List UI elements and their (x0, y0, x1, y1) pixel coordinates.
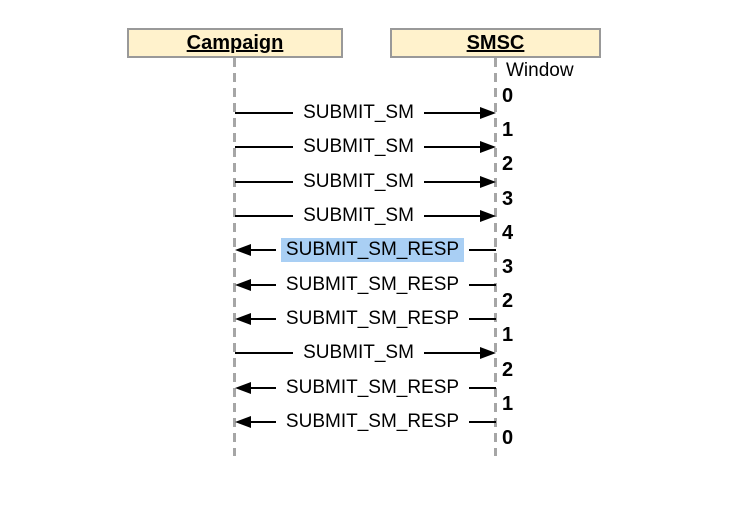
message-row-response: SUBMIT_SM_RESP (235, 375, 496, 401)
message-label: SUBMIT_SM (303, 342, 414, 363)
message-label: SUBMIT_SM_RESP (285, 308, 460, 329)
arrow-line (235, 352, 294, 354)
message-label: SUBMIT_SM (303, 136, 414, 157)
message-row-response: SUBMIT_SM_RESP (235, 237, 496, 263)
actor-box-campaign: Campaign (127, 28, 343, 58)
arrow-line (235, 181, 294, 183)
window-count: 4 (502, 222, 514, 244)
arrow-line (235, 112, 294, 114)
message-label: SUBMIT_SM_RESP (285, 274, 460, 295)
window-count: 3 (502, 188, 514, 210)
message-row-request: SUBMIT_SM (235, 203, 497, 229)
arrowhead-left-icon (235, 279, 251, 291)
message-label: SUBMIT_SM_RESP (285, 377, 460, 398)
message-row-request: SUBMIT_SM (235, 100, 497, 126)
arrow-line (469, 318, 496, 320)
lifeline-smsc (494, 58, 497, 456)
actor-box-smsc: SMSC (390, 28, 601, 58)
arrowhead-left-icon (235, 244, 251, 256)
window-count: 2 (502, 359, 514, 381)
arrowhead-left-icon (235, 313, 251, 325)
lifeline-campaign (233, 58, 236, 456)
arrowhead-right-icon (480, 347, 497, 359)
arrow-line (469, 387, 496, 389)
message-label: SUBMIT_SM_RESP (285, 411, 460, 432)
arrow-line (249, 318, 276, 320)
window-column-label: Window (506, 60, 574, 81)
window-count: 2 (502, 153, 514, 175)
message-row-response: SUBMIT_SM_RESP (235, 306, 496, 332)
arrow-line (235, 146, 294, 148)
arrow-line (249, 249, 276, 251)
message-label: SUBMIT_SM (303, 102, 414, 123)
arrow-line (249, 421, 276, 423)
arrowhead-left-icon (235, 416, 251, 428)
window-count: 2 (502, 290, 514, 312)
message-label: SUBMIT_SM_RESP (280, 238, 465, 262)
message-row-request: SUBMIT_SM (235, 340, 497, 366)
message-row-response: SUBMIT_SM_RESP (235, 409, 496, 435)
message-label: SUBMIT_SM (303, 205, 414, 226)
arrowhead-right-icon (480, 107, 497, 119)
window-count: 0 (502, 85, 514, 107)
arrow-line (249, 284, 276, 286)
message-row-request: SUBMIT_SM (235, 169, 497, 195)
message-row-request: SUBMIT_SM (235, 134, 497, 160)
arrowhead-right-icon (480, 176, 497, 188)
arrow-line (423, 215, 483, 217)
message-row-response: SUBMIT_SM_RESP (235, 272, 496, 298)
message-label: SUBMIT_SM (303, 171, 414, 192)
arrowhead-right-icon (480, 210, 497, 222)
arrow-line (249, 387, 276, 389)
arrowhead-right-icon (480, 141, 497, 153)
window-count: 1 (502, 324, 514, 346)
arrow-line (469, 421, 496, 423)
window-count: 1 (502, 119, 514, 141)
arrow-line (423, 112, 483, 114)
arrow-line (423, 181, 483, 183)
arrow-line (469, 284, 496, 286)
window-count: 3 (502, 256, 514, 278)
arrowhead-left-icon (235, 382, 251, 394)
arrow-line (423, 352, 483, 354)
window-count: 1 (502, 393, 514, 415)
arrow-line (469, 249, 496, 251)
arrow-line (235, 215, 294, 217)
arrow-line (423, 146, 483, 148)
window-count: 0 (502, 427, 514, 449)
